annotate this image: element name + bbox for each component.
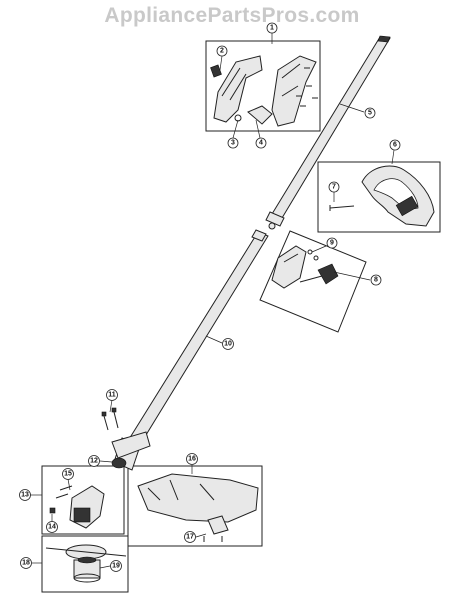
svg-text:18: 18 [22,560,30,567]
callout-7: 7 [328,181,340,193]
svg-text:19: 19 [112,563,120,570]
lower-shaft [111,229,269,471]
callout-12: 12 [88,455,100,467]
callout-1: 1 [266,22,278,34]
gear-head [49,485,105,529]
callout-5: 5 [364,107,376,119]
handle-bracket-box [259,230,367,333]
svg-text:6: 6 [393,142,397,149]
svg-text:2: 2 [220,48,224,55]
callout-13: 13 [19,489,31,501]
callout-14: 14 [46,521,58,533]
guard-box [127,465,263,547]
clamp-hardware [101,407,151,459]
callout-18: 18 [20,557,32,569]
rear-handle-assembly [210,55,318,127]
trimmer-head [45,544,127,583]
trimmer-head-box [41,535,129,593]
callout-17: 17 [184,531,196,543]
front-handle [329,165,435,227]
callout-3: 3 [227,137,239,149]
callout-11: 11 [106,389,118,401]
callout-10: 10 [222,338,234,350]
grass-guard [137,473,259,542]
svg-text:13: 13 [21,492,29,499]
svg-text:5: 5 [368,110,372,117]
svg-text:3: 3 [231,140,235,147]
handle-assembly-box [205,40,321,132]
svg-text:17: 17 [186,534,194,541]
callout-19: 19 [110,560,122,572]
upper-shaft [265,35,391,230]
svg-text:16: 16 [188,456,196,463]
svg-text:10: 10 [224,341,232,348]
watermark: AppliancePartsPros.com [104,4,360,27]
gear-head-box [41,465,125,535]
front-handle-box [317,161,441,233]
callout-6: 6 [389,139,401,151]
callout-2: 2 [216,45,228,57]
svg-text:9: 9 [330,240,334,247]
svg-text:11: 11 [108,392,116,399]
handle-bracket [271,245,339,289]
svg-text:7: 7 [332,184,336,191]
callout-4: 4 [255,137,267,149]
callout-16: 16 [186,453,198,465]
leader-lines [30,33,395,569]
svg-text:8: 8 [374,277,378,284]
svg-text:4: 4 [259,140,263,147]
callout-8: 8 [370,274,382,286]
callout-15: 15 [62,468,74,480]
svg-text:14: 14 [48,524,56,531]
svg-text:15: 15 [64,471,72,478]
callout-9: 9 [326,237,338,249]
svg-text:12: 12 [90,458,98,465]
svg-text:1: 1 [270,25,274,32]
